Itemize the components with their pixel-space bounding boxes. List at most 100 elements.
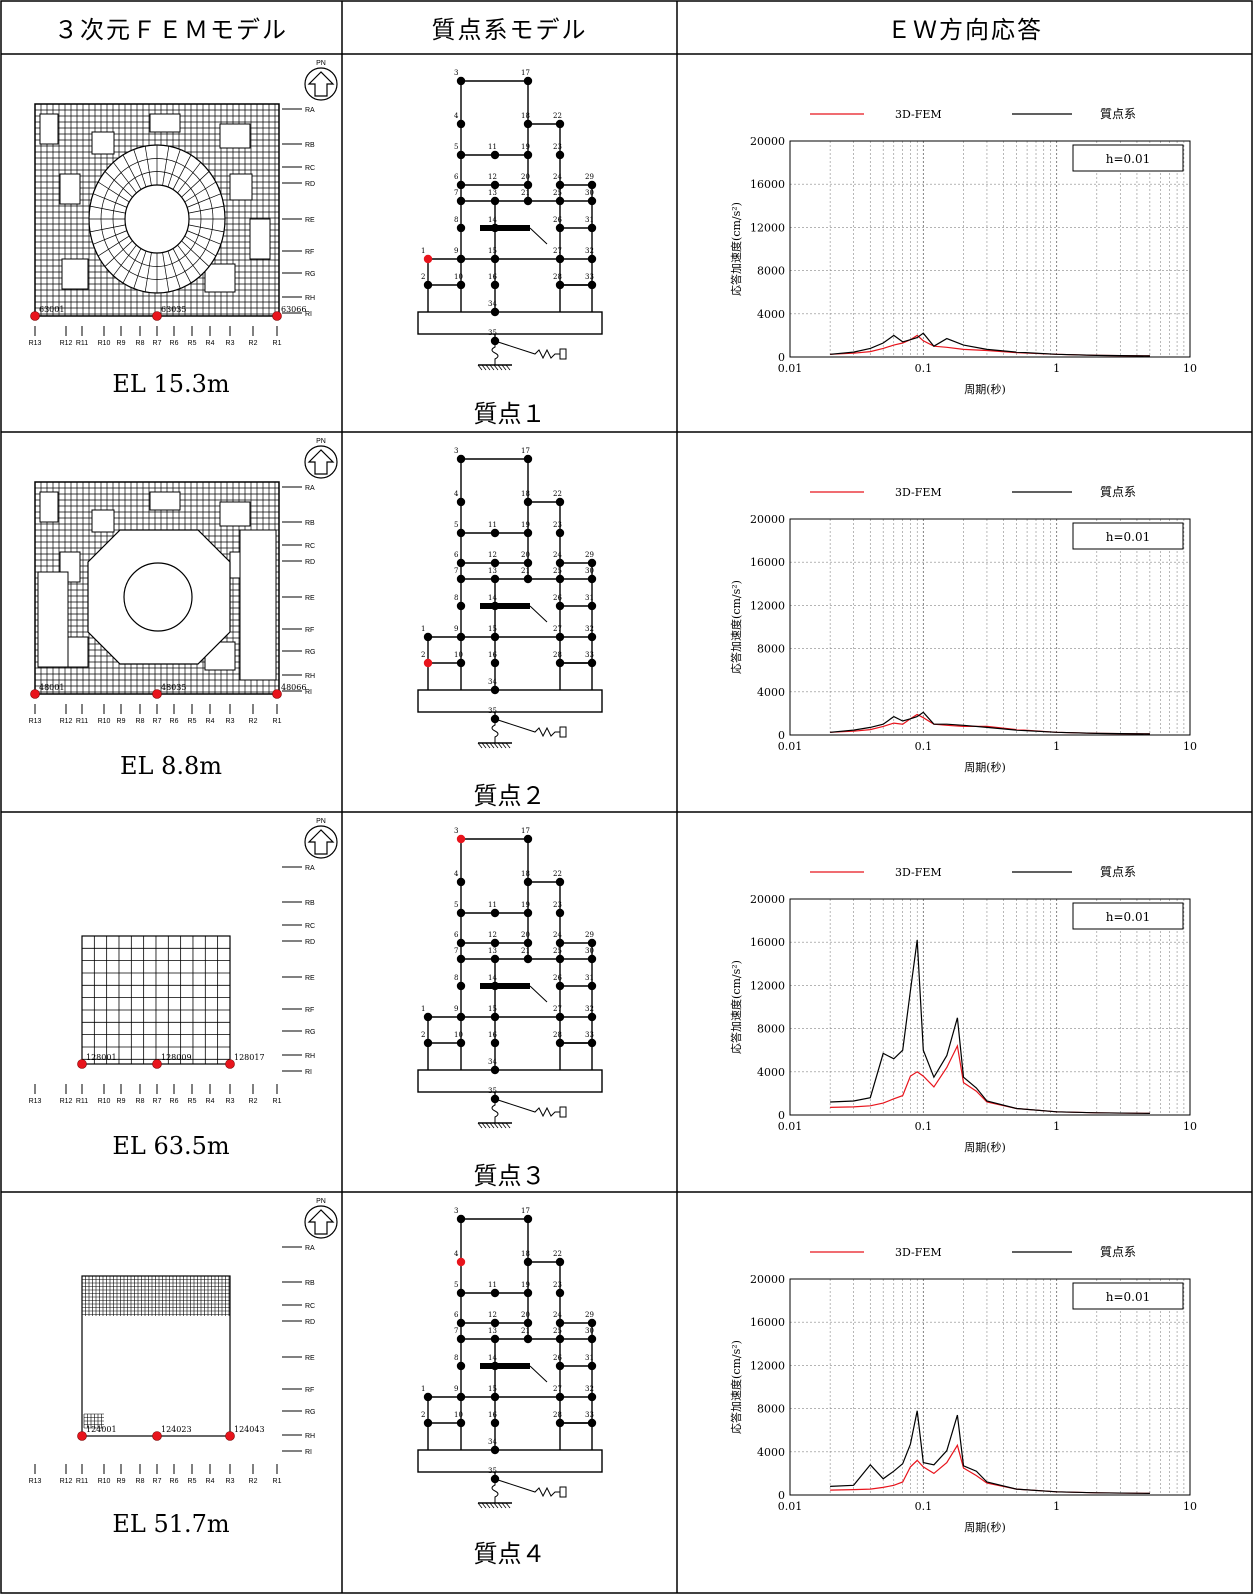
compass-label: PN (316, 818, 326, 825)
stick-node-label: 12 (488, 931, 497, 939)
shield-wall-mesh (112, 171, 202, 267)
fem-output-point (272, 689, 282, 699)
column-axis-label: R3 (226, 718, 235, 725)
stick-node (490, 528, 500, 538)
stick-node (555, 497, 565, 507)
shield-wall-mesh (167, 149, 181, 188)
stick-node (456, 280, 466, 290)
stick-node (456, 1392, 466, 1402)
fem-room-block (204, 263, 236, 293)
stick-node (555, 180, 565, 190)
fem-room-block (219, 501, 251, 527)
y-tick-label: 8000 (757, 1023, 785, 1036)
stick-node (490, 1288, 500, 1298)
stick-node-label: 9 (454, 625, 458, 633)
stick-node-label: 30 (585, 189, 594, 197)
stick-node-label: 3 (454, 827, 458, 835)
stick-node (555, 1012, 565, 1022)
column-axis-label: R8 (136, 718, 145, 725)
stick-node (587, 180, 597, 190)
y-tick-label: 12000 (750, 979, 785, 992)
elevation-label: EL 51.7m (112, 1510, 230, 1538)
stick-node (555, 196, 565, 206)
fem-response-line (830, 1443, 1150, 1494)
stick-node-label: 35 (488, 1467, 497, 1475)
horizontal-soil-spring-icon (494, 1098, 561, 1118)
basemat (417, 1069, 603, 1093)
stick-node-label: 9 (454, 247, 458, 255)
column-axis-label: R1 (273, 1478, 282, 1485)
fem-output-point (152, 311, 162, 321)
row-axis-label: RD (305, 1319, 315, 1326)
row-axis-label: RF (305, 627, 314, 634)
x-tick-label: 0.01 (778, 362, 803, 375)
stick-node (490, 685, 500, 695)
fem-room-block (59, 173, 81, 205)
fem-room-block (39, 113, 59, 145)
stick-node (490, 574, 500, 584)
stick-node-label: 13 (488, 567, 497, 575)
stick-node (490, 1418, 500, 1428)
stick-node (456, 150, 466, 160)
stick-node-label: 34 (488, 1438, 497, 1446)
row-axis-label: RE (305, 1355, 315, 1362)
column-axis-label: R12 (60, 1098, 73, 1105)
fem-response-line (830, 713, 1150, 735)
row-axis-label: RA (305, 1245, 315, 1252)
stick-node (456, 938, 466, 948)
stick-node-label: 2 (421, 651, 425, 659)
stick-node (555, 1257, 565, 1267)
row-axis-label: RF (305, 1387, 314, 1394)
stick-node (456, 658, 466, 668)
row-axis-label: RH (305, 1433, 315, 1440)
basemat (417, 1449, 603, 1473)
column-axis-label: R2 (249, 1098, 258, 1105)
x-tick-label: 1 (1053, 362, 1060, 375)
y-tick-label: 0 (778, 351, 785, 364)
ground-hatch (477, 364, 483, 371)
ground-hatch (493, 742, 499, 749)
fem-node-label: 48066 (281, 683, 306, 692)
spring-anchor (559, 1486, 567, 1498)
ground-hatch (485, 1502, 491, 1509)
stick-node-label: 8 (454, 974, 458, 982)
column-axis-label: R4 (206, 718, 215, 725)
stick-node-label: 23 (553, 901, 562, 909)
y-tick-label: 20000 (750, 893, 785, 906)
ground-hatch (505, 1122, 511, 1129)
stick-node (555, 574, 565, 584)
column-axis-label: R2 (249, 340, 258, 347)
stick-node (523, 454, 533, 464)
column-axis-label: R5 (188, 718, 197, 725)
stick-node (555, 601, 565, 611)
y-tick-label: 16000 (750, 1316, 785, 1329)
compass-label: PN (316, 60, 326, 67)
north-arrow-icon (307, 449, 335, 475)
stick-node-label: 16 (488, 273, 497, 281)
stick-node-label: 15 (488, 1385, 497, 1393)
stick-node (555, 658, 565, 668)
column-axis-label: R3 (226, 340, 235, 347)
x-tick-label: 0.1 (915, 1500, 933, 1513)
y-tick-label: 12000 (750, 599, 785, 612)
column-axis-label: R8 (136, 340, 145, 347)
stick-node-label: 32 (585, 625, 594, 633)
fem-room-block (149, 113, 181, 133)
stick-node-label: 20 (521, 173, 530, 181)
stick-node-label: 2 (421, 273, 425, 281)
column-axis-label: R2 (249, 1478, 258, 1485)
column-axis-label: R4 (206, 1098, 215, 1105)
stick-node (456, 834, 466, 844)
fem-room-block (229, 173, 253, 201)
legend-label-fem: 3D-FEM (895, 866, 942, 879)
stick-node-label: 17 (521, 827, 530, 835)
column-axis-label: R9 (117, 718, 126, 725)
stick-node-label: 9 (454, 1005, 458, 1013)
stick-node-label: 4 (454, 490, 459, 498)
legend-label-lumped: 質点系 (1100, 484, 1136, 499)
stick-node-label: 28 (553, 1411, 562, 1419)
stick-node (555, 280, 565, 290)
